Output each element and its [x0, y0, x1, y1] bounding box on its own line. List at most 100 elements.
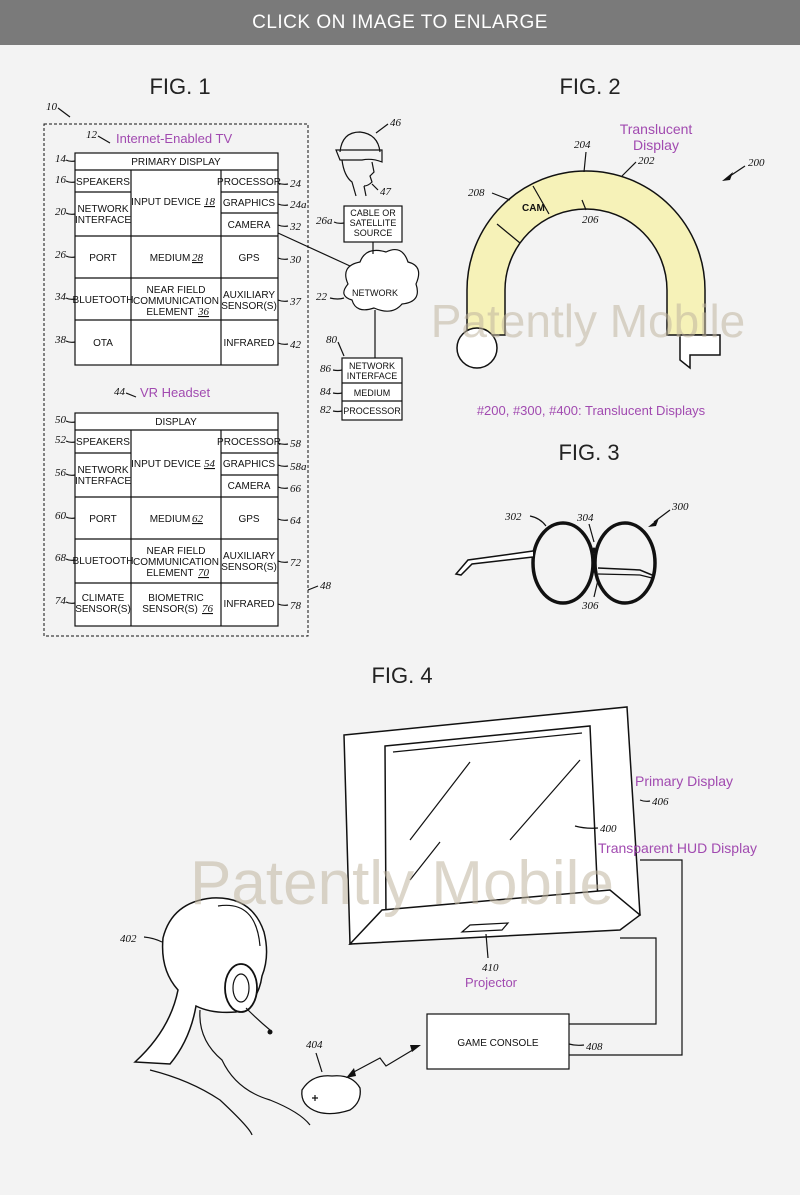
server-block: [341, 357, 403, 421]
vr-label: VR Headset: [140, 385, 210, 400]
vr-graphics: GRAPHICS: [223, 459, 276, 470]
ref-400: 400: [600, 823, 617, 835]
vr-outline: [74, 412, 279, 627]
ref-64: 64: [290, 515, 302, 527]
translucent-label-2: Display: [633, 137, 679, 153]
network-cloud: [343, 249, 420, 312]
ref-66: 66: [290, 483, 302, 495]
server-processor: PROCESSOR: [343, 406, 401, 416]
tv-gps: GPS: [238, 253, 259, 264]
fig1: FIG. 1 10 12 Internet-Enabled TV PRIMARY…: [43, 74, 420, 637]
vr-display: DISPLAY: [155, 417, 197, 428]
ref-84: 84: [320, 386, 332, 398]
tv-block: PRIMARY DISPLAY SPEAKERS NETWORK INTERFA…: [54, 152, 307, 366]
tv-network-interface-2: INTERFACE: [75, 215, 131, 226]
ref-14: 14: [55, 153, 67, 165]
ref-42: 42: [290, 339, 302, 351]
left-ear-pod: [456, 327, 498, 369]
vr-network-interface-2: INTERFACE: [75, 476, 131, 487]
system-boundary: [43, 123, 309, 637]
tv-speakers: SPEAKERS: [76, 177, 130, 188]
vr-medium: MEDIUM: [150, 514, 191, 525]
ref-24: 24: [290, 178, 302, 190]
ref-304: 304: [576, 512, 594, 524]
vr-network-interface-1: NETWORK: [77, 465, 128, 476]
tv-ota: OTA: [93, 338, 113, 349]
ref-56: 56: [55, 467, 67, 479]
ref-82: 82: [320, 404, 332, 416]
tv-infrared: INFRARED: [223, 338, 274, 349]
tv-label: Internet-Enabled TV: [116, 131, 232, 146]
ref-38: 38: [54, 334, 67, 346]
ref-306: 306: [581, 600, 599, 612]
vr-camera: CAMERA: [228, 481, 271, 492]
ref-44: 44: [114, 386, 126, 398]
vr-biometric-ref: 76: [202, 603, 214, 615]
ref-46: 46: [390, 117, 402, 129]
gamer-figure-icon: [133, 897, 361, 1136]
ref-74: 74: [55, 595, 67, 607]
ref-402: 402: [120, 933, 137, 945]
ref-48: 48: [320, 580, 332, 592]
tv-input-device: INPUT DEVICE: [131, 197, 201, 208]
translucent-display-band: [466, 170, 706, 336]
ref-86: 86: [320, 363, 332, 375]
ref-10-leader: [57, 107, 71, 118]
ref-60: 60: [55, 510, 67, 522]
ref-24a: 24a: [290, 199, 307, 211]
vr-nfc-ref: 70: [198, 567, 210, 579]
vr-input-device: INPUT DEVICE: [131, 459, 201, 470]
ref-16: 16: [55, 174, 67, 186]
tv-network-link: [277, 232, 351, 267]
vr-port: PORT: [89, 514, 117, 525]
projector-label: Projector: [465, 975, 518, 990]
glasses-icon: [454, 521, 657, 605]
server-network-2: INTERFACE: [347, 371, 398, 381]
ref-302: 302: [504, 511, 522, 523]
ref-30: 30: [289, 254, 302, 266]
tv-nfc-2: COMMUNICATION: [133, 296, 219, 307]
ref-410: 410: [482, 962, 499, 974]
vr-auxiliary-1: AUXILIARY: [223, 551, 275, 562]
ref-408: 408: [586, 1041, 603, 1053]
ref-37: 37: [289, 296, 302, 308]
ref-78: 78: [290, 600, 302, 612]
tv-medium: MEDIUM: [150, 253, 191, 264]
ref-58: 58: [290, 438, 302, 450]
projector: [460, 922, 510, 933]
ref-12-leader: [97, 135, 111, 144]
vr-input-device-ref: 54: [204, 458, 216, 470]
ref-208: 208: [468, 187, 485, 199]
ref-47: 47: [380, 186, 392, 198]
translucent-label-1: Translucent: [620, 121, 693, 137]
primary-display-label: Primary Display: [635, 773, 733, 789]
tv-input-device-ref: 18: [204, 196, 216, 208]
cam-label: CAM: [522, 203, 545, 214]
ref-58a: 58a: [290, 461, 307, 473]
ref-206: 206: [582, 214, 599, 226]
fig2: FIG. 2 CAM 204 202 208 206 200 Transluce…: [431, 74, 765, 418]
game-console-label: GAME CONSOLE: [457, 1038, 538, 1049]
server-network-1: NETWORK: [349, 361, 395, 371]
vr-climate-1: CLIMATE: [82, 593, 125, 604]
tv-auxiliary-2: SENSOR(S): [221, 301, 277, 312]
tv-nfc-1: NEAR FIELD: [147, 285, 206, 296]
tv-graphics: GRAPHICS: [223, 198, 276, 209]
translucent-caption: #200, #300, #400: Translucent Displays: [477, 403, 706, 418]
vr-biometric-1: BIOMETRIC: [148, 593, 204, 604]
vr-speakers: SPEAKERS: [76, 437, 130, 448]
tv-nfc-ref: 36: [197, 306, 210, 318]
ref-200: 200: [748, 157, 765, 169]
vr-nfc-2: COMMUNICATION: [133, 557, 219, 568]
enlarge-banner[interactable]: CLICK ON IMAGE TO ENLARGE: [0, 0, 800, 45]
ref-406: 406: [652, 796, 669, 808]
ref-80: 80: [326, 334, 338, 346]
ref-26: 26: [55, 249, 67, 261]
vr-nfc-3: ELEMENT: [146, 568, 193, 579]
ref-32: 32: [289, 221, 302, 233]
fig4-title: FIG. 4: [371, 663, 432, 688]
ref-204: 204: [574, 139, 591, 151]
cable-line-2: SATELLITE: [350, 218, 397, 228]
vr-processor: PROCESSOR: [217, 437, 281, 448]
vr-block: DISPLAY SPEAKERS NETWORK INTERFACE INPUT…: [55, 412, 332, 627]
